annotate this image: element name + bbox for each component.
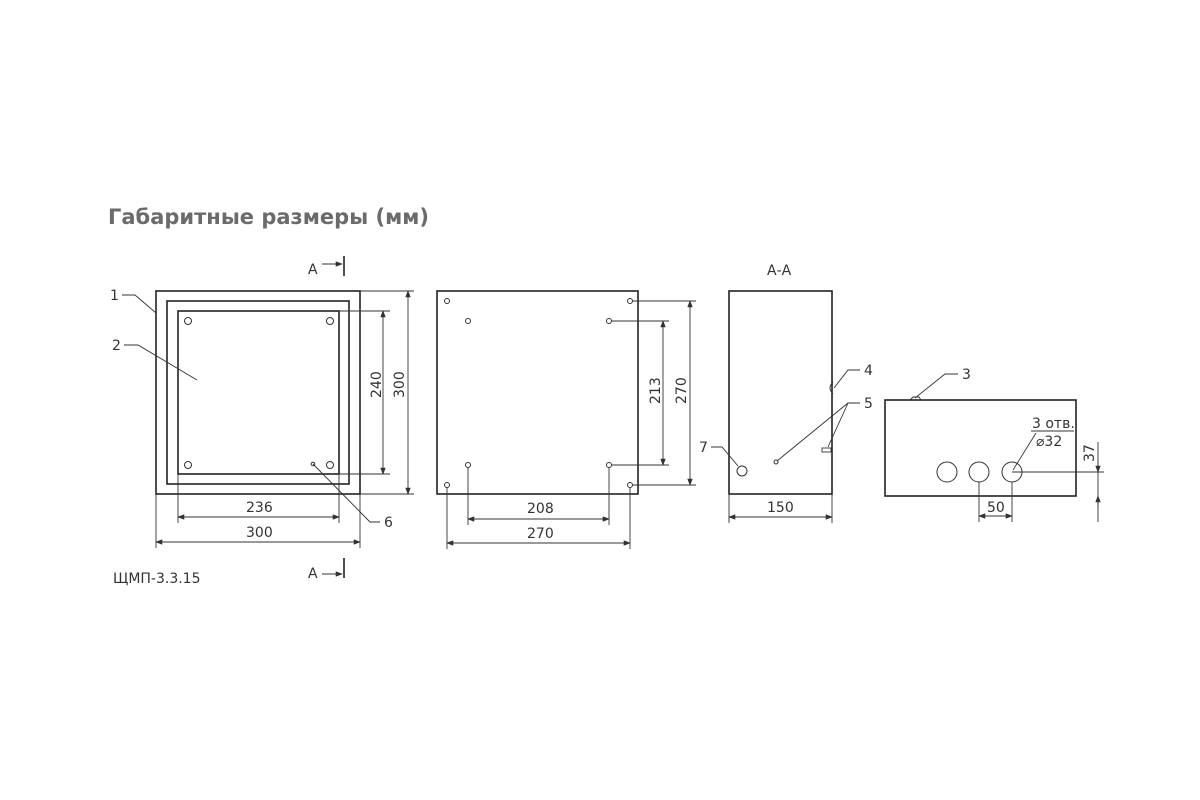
callout-5: 5 — [864, 396, 873, 412]
callout-1: 1 — [110, 288, 119, 304]
dim-front-width-inner: 236 — [246, 500, 273, 516]
dim-hole-height: 37 — [1082, 444, 1098, 462]
callout-2: 2 — [112, 338, 121, 354]
dim-front-height-inner: 240 — [369, 371, 385, 398]
callout-4: 4 — [864, 363, 873, 379]
callout-3: 3 — [962, 367, 971, 383]
section-marker-top: А — [308, 262, 318, 278]
callout-6: 6 — [384, 515, 393, 531]
back-view: 213 270 208 270 — [436, 290, 696, 549]
dim-back-width-outer: 270 — [527, 526, 554, 542]
callout-7: 7 — [699, 440, 708, 456]
drawing-title: Габаритные размеры (мм) — [108, 205, 429, 229]
bottom-view: 3 3 отв. ⌀32 37 50 — [884, 367, 1104, 522]
dim-back-width-inner: 208 — [527, 501, 554, 517]
front-view: 240 300 236 300 1 2 6 А А ЩМП-3.3.15 — [110, 256, 414, 587]
holes-count-label: 3 отв. — [1032, 416, 1075, 432]
section-marker-bottom: А — [308, 566, 318, 582]
dim-back-height-outer: 270 — [674, 377, 690, 404]
dim-back-height-inner: 213 — [648, 377, 664, 404]
hole-diameter-label: ⌀32 — [1036, 434, 1062, 450]
section-view: А-А 150 4 5 7 — [699, 263, 873, 523]
dim-hole-pitch: 50 — [987, 500, 1005, 516]
dim-front-height-outer: 300 — [392, 371, 408, 398]
dim-front-width-outer: 300 — [246, 525, 273, 541]
dim-depth: 150 — [767, 500, 794, 516]
section-title: А-А — [767, 263, 792, 279]
model-label: ЩМП-3.3.15 — [113, 571, 201, 587]
